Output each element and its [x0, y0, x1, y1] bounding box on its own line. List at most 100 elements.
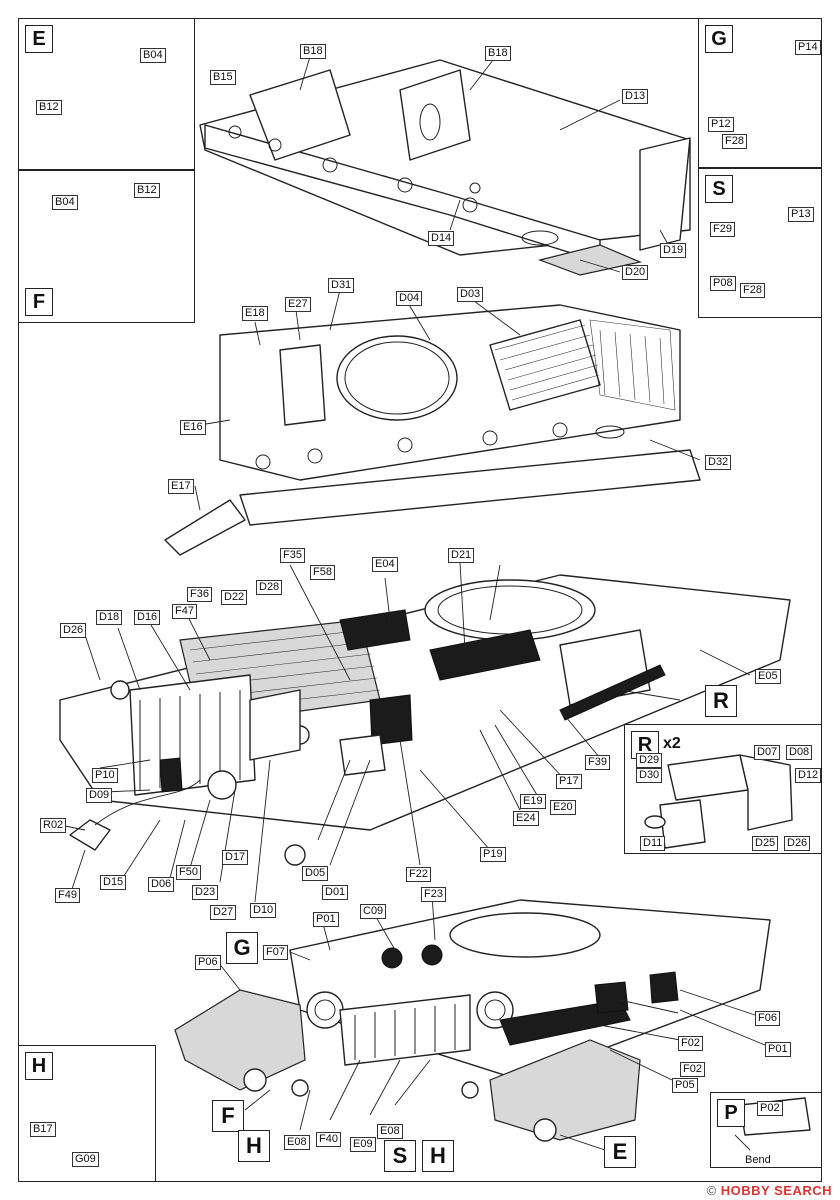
- part-label: D30: [636, 768, 663, 783]
- step2-engine-deck: [164, 304, 701, 556]
- part-label: P08: [710, 276, 736, 291]
- watermark-brand: HOBBY SEARCH: [720, 1183, 832, 1198]
- part-label: F58: [310, 565, 335, 580]
- part-label: F47: [172, 604, 197, 619]
- part-label: B18: [485, 46, 511, 61]
- part-label: B04: [52, 195, 78, 210]
- part-label: P19: [480, 847, 506, 862]
- inset-r: R x2: [624, 724, 822, 854]
- part-label: E24: [513, 811, 539, 826]
- part-label: R02: [40, 818, 67, 833]
- part-label: D32: [705, 455, 732, 470]
- step-marker-h: H: [422, 1140, 454, 1172]
- part-label: D06: [148, 877, 175, 892]
- step-marker-g: G: [226, 932, 258, 964]
- part-label: P17: [556, 774, 582, 789]
- part-label: G09: [72, 1152, 99, 1167]
- step-marker-f: F: [212, 1100, 244, 1132]
- part-label: D14: [428, 231, 455, 246]
- part-label: E08: [284, 1135, 310, 1150]
- part-label: F39: [585, 755, 610, 770]
- part-label: D26: [784, 836, 811, 851]
- part-label: D23: [192, 885, 219, 900]
- part-label: D03: [457, 287, 484, 302]
- part-label: P12: [708, 117, 734, 132]
- step4-rear-plate: [174, 899, 771, 1142]
- inset-letter-r: R: [631, 731, 659, 759]
- part-label: D07: [754, 745, 781, 760]
- step-marker-e: E: [604, 1136, 636, 1168]
- step-marker-h: H: [238, 1130, 270, 1162]
- part-label: D31: [328, 278, 355, 293]
- part-label: E16: [180, 420, 206, 435]
- part-label: P13: [788, 207, 814, 222]
- part-label: E19: [520, 794, 546, 809]
- part-label: F02: [678, 1036, 703, 1051]
- step1-hull-frame: [199, 59, 691, 276]
- part-label: B12: [134, 183, 160, 198]
- part-label: D09: [86, 788, 113, 803]
- part-label: D08: [786, 745, 813, 760]
- part-label: D29: [636, 753, 663, 768]
- inset-letter-h: H: [25, 1052, 53, 1080]
- part-label: F28: [722, 134, 747, 149]
- part-label: E09: [350, 1137, 376, 1152]
- part-label: P14: [795, 40, 821, 55]
- part-label: E17: [168, 479, 194, 494]
- bend-note: Bend: [745, 1154, 771, 1166]
- part-label: D26: [60, 623, 87, 638]
- part-label: F29: [710, 222, 735, 237]
- inset-f: F: [18, 170, 195, 323]
- step-marker-s: S: [384, 1140, 416, 1172]
- part-label: F06: [755, 1011, 780, 1026]
- part-label: P10: [92, 768, 118, 783]
- inset-p: P: [710, 1092, 822, 1168]
- page-frame: [18, 18, 822, 1182]
- part-label: P02: [757, 1101, 783, 1116]
- part-label: D28: [256, 580, 283, 595]
- inset-letter-s: S: [705, 175, 733, 203]
- part-label: F36: [187, 587, 212, 602]
- watermark: © HOBBY SEARCH: [707, 1183, 832, 1198]
- part-label: D12: [795, 768, 822, 783]
- part-label: D05: [302, 866, 329, 881]
- part-label: F23: [421, 887, 446, 902]
- part-label: D15: [100, 875, 127, 890]
- part-label: D11: [640, 836, 666, 851]
- part-label: D21: [448, 548, 475, 563]
- part-label: P01: [313, 912, 339, 927]
- part-label: F40: [316, 1132, 341, 1147]
- part-label: E20: [550, 800, 576, 815]
- step3-rear-hull: [59, 574, 791, 866]
- quantity-multiplier: x2: [663, 735, 681, 752]
- copyright-mark: ©: [706, 1183, 717, 1198]
- inset-letter-f: F: [25, 288, 53, 316]
- part-label: F35: [280, 548, 305, 563]
- part-label: D25: [752, 836, 779, 851]
- part-label: B04: [140, 48, 166, 63]
- part-label: P05: [672, 1078, 698, 1093]
- part-label: F28: [740, 283, 765, 298]
- part-label: D16: [134, 610, 161, 625]
- part-label: B17: [30, 1122, 56, 1137]
- part-label: D01: [322, 885, 349, 900]
- part-label: D04: [396, 291, 423, 306]
- part-label: P01: [765, 1042, 791, 1057]
- part-label: D13: [622, 89, 649, 104]
- part-label: B18: [300, 44, 326, 59]
- part-label: P06: [195, 955, 221, 970]
- inset-letter-e: E: [25, 25, 53, 53]
- inset-e: E: [18, 18, 195, 170]
- part-label: D19: [660, 243, 687, 258]
- inset-letter-p: P: [717, 1099, 745, 1127]
- part-label: E27: [285, 297, 311, 312]
- part-label: F22: [406, 867, 431, 882]
- part-label: B12: [36, 100, 62, 115]
- part-label: D10: [250, 903, 277, 918]
- part-label: F50: [176, 865, 201, 880]
- part-label: E04: [372, 557, 398, 572]
- part-label: D22: [221, 590, 248, 605]
- step-marker-r: R: [705, 685, 737, 717]
- part-label: E08: [377, 1124, 403, 1139]
